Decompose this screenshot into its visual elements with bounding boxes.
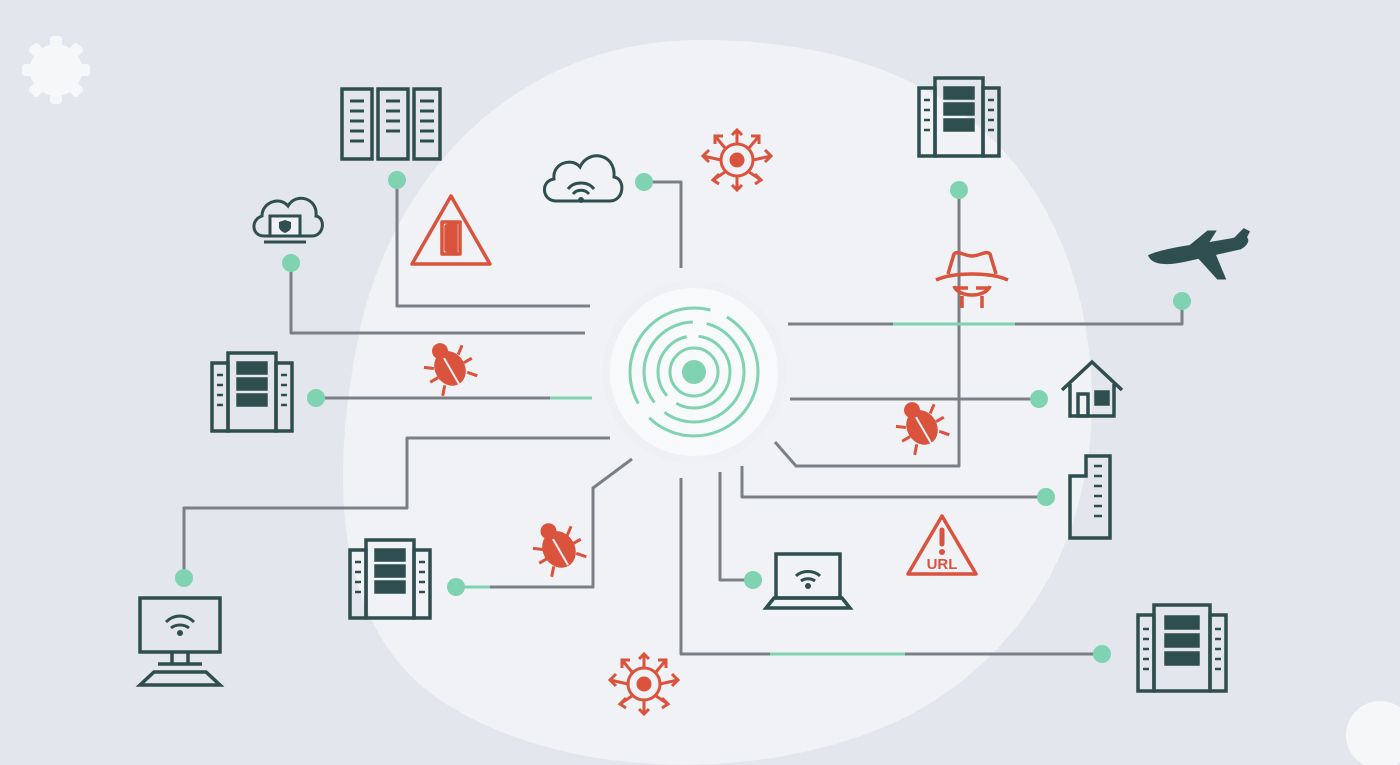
link-server-top-left (395, 180, 590, 308)
link-desktop (182, 436, 610, 578)
server-rack-icon (917, 76, 1001, 158)
hacker-icon (935, 250, 1009, 308)
link-laptop (718, 472, 753, 582)
server-rack-icon (1136, 603, 1228, 693)
house-icon (1060, 359, 1124, 418)
node-building (1037, 488, 1055, 506)
warning-door-icon (410, 194, 492, 266)
node-cloud-shield (282, 254, 300, 272)
connection-nodes (175, 171, 1191, 663)
node-house (1030, 390, 1048, 408)
server-rack-icon (340, 87, 442, 161)
warning-url-label: URL (927, 556, 958, 573)
virus-icon (700, 127, 774, 193)
node-server-top-left (388, 171, 406, 189)
laptop-wifi-icon (762, 552, 854, 610)
warning-url-icon: URL (906, 514, 978, 576)
gear-decoration-icon (1346, 701, 1400, 765)
node-server-bottom-right (1093, 645, 1111, 663)
link-building (740, 466, 1046, 499)
link-server-bottom-right (679, 478, 1102, 656)
bug-icon (895, 402, 950, 456)
bug-icon (532, 523, 587, 578)
cloud-wifi-icon (543, 154, 624, 203)
link-cloud-wifi (644, 180, 683, 268)
building-icon (1068, 454, 1112, 540)
airplane-icon (1147, 228, 1251, 280)
link-server-top-right (773, 190, 961, 468)
server-rack-icon (348, 538, 432, 620)
node-laptop (744, 571, 762, 589)
connection-lines (182, 180, 1184, 656)
node-desktop (175, 569, 193, 587)
bug-icon (423, 343, 478, 397)
link-cloud-shield (289, 263, 585, 335)
gear-decoration-icon (22, 36, 90, 104)
link-server-bottom-left (456, 457, 633, 589)
desktop-wifi-icon (135, 596, 225, 687)
virus-icon (607, 651, 681, 717)
server-rack-icon (210, 351, 294, 433)
node-airplane (1173, 292, 1191, 310)
cloud-laptop-icon (252, 196, 324, 244)
node-server-left (307, 389, 325, 407)
central-hub (602, 280, 786, 464)
node-cloud-wifi (635, 173, 653, 191)
node-server-top-right (950, 181, 968, 199)
node-server-bottom-left (447, 578, 465, 596)
